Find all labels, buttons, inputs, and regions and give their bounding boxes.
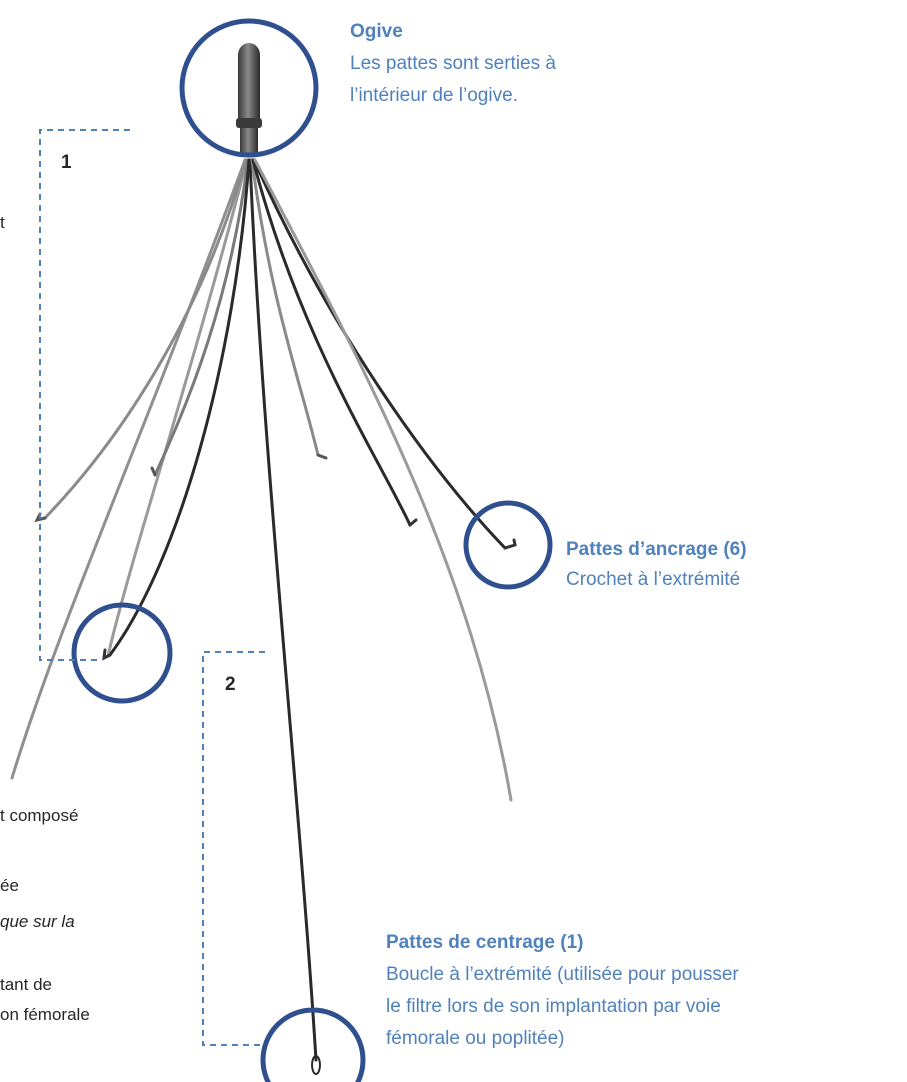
centering-loop-circle bbox=[260, 1007, 366, 1082]
centering-leg bbox=[248, 158, 318, 1062]
ogive-title: Ogive bbox=[350, 21, 403, 42]
centering-legs-desc-line2: le filtre lors de son implantation par v… bbox=[386, 996, 721, 1017]
centering-legs-title: Pattes de centrage (1) bbox=[386, 932, 584, 953]
filter-legs bbox=[10, 158, 517, 1075]
centering-loop bbox=[311, 1055, 321, 1075]
leg-left-anchor bbox=[43, 158, 248, 520]
leg-right-anchor bbox=[252, 158, 507, 550]
anchor-legs-desc: Crochet à l’extrémité bbox=[566, 569, 741, 590]
bracket-1 bbox=[39, 129, 130, 661]
hook-right-anchor bbox=[503, 538, 517, 550]
left-text-line2: ée bbox=[0, 876, 19, 895]
ogive bbox=[236, 43, 262, 156]
left-text-line5: on fémorale bbox=[0, 1005, 90, 1024]
left-text-line3-italic: que sur la bbox=[0, 912, 75, 931]
centering-legs-desc-line1: Boucle à l’extrémité (utilisée pour pous… bbox=[386, 964, 739, 985]
ogive-label: Ogive Les pattes sont serties à l’intéri… bbox=[350, 18, 556, 109]
leg-far-right bbox=[253, 158, 513, 802]
hook-right-mid bbox=[408, 518, 418, 527]
bottom-hook-circle bbox=[71, 602, 173, 704]
bracket-1-number: 1 bbox=[61, 152, 72, 173]
anchor-hook-circle bbox=[463, 500, 553, 590]
left-text-line4: tant de bbox=[0, 975, 52, 994]
bracket-2 bbox=[202, 651, 265, 1046]
leg-far-left bbox=[10, 158, 247, 780]
centering-legs-label: Pattes de centrage (1) Boucle à l’extrém… bbox=[386, 929, 739, 1052]
ogive-desc-line1: Les pattes sont serties à bbox=[350, 53, 556, 74]
ogive-desc-line2: l’intérieur de l’ogive. bbox=[350, 85, 518, 106]
leg-inner-left bbox=[153, 158, 250, 477]
anchor-legs-title: Pattes d’ancrage (6) bbox=[566, 539, 747, 560]
left-text-line1: t composé bbox=[0, 806, 79, 825]
hook-inner-left bbox=[150, 466, 157, 477]
hook-inner-right bbox=[316, 453, 328, 460]
leg-inner-right bbox=[250, 158, 320, 457]
ogive-circle bbox=[179, 18, 319, 158]
centering-legs-desc-line3: fémorale ou poplitée) bbox=[386, 1028, 565, 1049]
bracket-2-number: 2 bbox=[225, 674, 236, 695]
left-text-fragment-t: t bbox=[0, 213, 5, 232]
left-text-line3: que sur la bbox=[0, 909, 75, 935]
hook-bottom-left bbox=[102, 648, 112, 661]
leg-left-long bbox=[106, 158, 249, 658]
anchor-legs-label: Pattes d’ancrage (6) Crochet à l’extrémi… bbox=[566, 536, 747, 593]
leg-right-mid bbox=[251, 158, 412, 527]
